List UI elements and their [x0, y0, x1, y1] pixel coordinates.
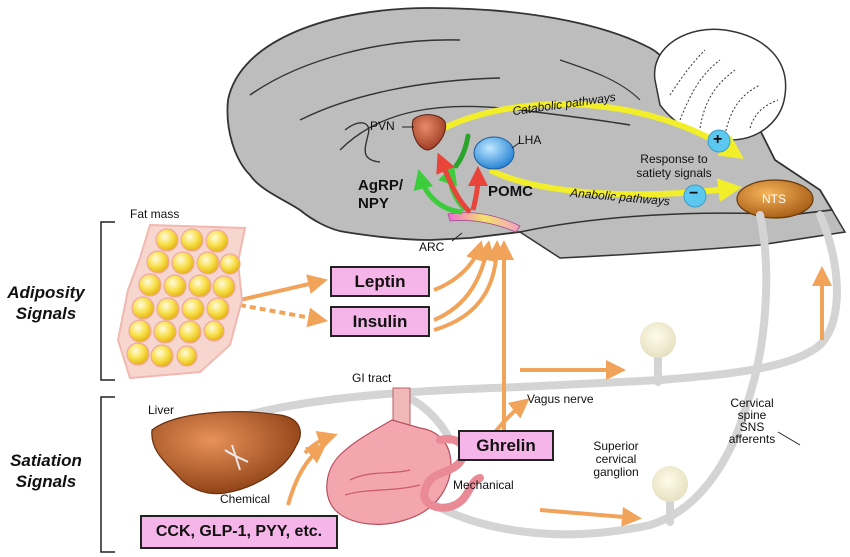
catabolic-pathway-arrow	[438, 101, 744, 160]
fat-cell	[171, 251, 195, 275]
nts-nucleus	[736, 179, 814, 219]
fat-cell	[131, 296, 155, 320]
fat-cell	[203, 320, 225, 342]
stomach-folds	[344, 469, 421, 496]
insulin-to-arc-arrow-1	[433, 240, 495, 322]
pomc-arrow-1	[436, 152, 472, 214]
fat-cell	[178, 320, 202, 344]
ghrelin-to-vagus-arrow	[493, 398, 530, 434]
gut-to-scg-arrow	[539, 506, 642, 527]
fat-to-insulin-arrow	[239, 303, 328, 328]
fat-cell	[128, 319, 152, 343]
npy-label: NPY	[358, 195, 389, 212]
plus-marker-bg	[707, 129, 731, 153]
plus-marker: +	[713, 131, 723, 148]
insulin-box: Insulin	[330, 306, 430, 337]
response-label-line2: satiety signals	[636, 166, 712, 180]
fat-cell	[196, 251, 220, 275]
arc-nucleus	[447, 212, 521, 233]
nts-label: NTS	[762, 192, 786, 206]
pomc-label: POMC	[488, 183, 533, 200]
satiation-title-line1: Satiation	[10, 451, 82, 470]
liver-shape	[151, 411, 301, 495]
fat-cell	[163, 274, 187, 298]
mechanical-label: Mechanical	[453, 478, 514, 492]
brain-sulcus-2	[299, 77, 501, 121]
gi-tract-label: GI tract	[352, 371, 392, 385]
fat-cell	[212, 275, 236, 299]
fat-cell	[219, 253, 241, 275]
green-fiber	[453, 133, 471, 169]
fat-mass	[116, 223, 247, 380]
fat-cell	[206, 297, 230, 321]
satiation-bracket	[100, 396, 115, 553]
csa-label-line3: SNS	[739, 420, 765, 434]
brain-sulcus-5	[559, 59, 641, 101]
fat-cell	[180, 228, 204, 252]
brain-sulcus-1	[249, 39, 461, 96]
agrp-label: AgRP/	[358, 177, 403, 194]
pvn-label: PVN	[370, 119, 395, 133]
cervical-afferent	[431, 211, 771, 539]
cck-box: CCK, GLP-1, PYY, etc.	[140, 515, 338, 549]
liver-label: Liver	[148, 403, 175, 417]
fat-cell	[181, 297, 205, 321]
agrp-arrow-1	[413, 169, 463, 215]
signal-arrows	[239, 240, 832, 527]
superior-cervical-ganglion	[652, 466, 688, 502]
scg-label-line1: Superior	[593, 439, 639, 453]
fat-cell	[150, 344, 174, 368]
lha-label: LHA	[518, 133, 542, 147]
lha-pointer	[511, 142, 520, 149]
fat-mass-label: Fat mass	[130, 207, 180, 221]
ghrelin-box: Ghrelin	[458, 430, 554, 461]
fat-cell	[138, 273, 162, 297]
adiposity-title-line2: Signals	[15, 304, 77, 323]
adiposity-title-line1: Adiposity	[7, 283, 85, 302]
adiposity-bracket	[100, 221, 115, 381]
lha-nucleus	[473, 136, 515, 170]
csa-pointer	[777, 431, 801, 446]
fat-cell	[156, 297, 180, 321]
liver	[151, 411, 301, 495]
arc-pointer	[451, 232, 463, 242]
scg-label-line3: ganglion	[593, 465, 639, 479]
cck-to-gut-arrow	[286, 443, 327, 506]
minus-marker: −	[689, 185, 699, 202]
pomc-arrow-2	[467, 166, 488, 211]
pvn-nucleus	[411, 114, 447, 151]
vagus-label: Vagus nerve	[527, 392, 594, 406]
fat-to-leptin-arrow	[239, 274, 328, 302]
arc-label: ARC	[419, 240, 445, 254]
fat-cell	[176, 345, 198, 367]
csa-label-line4: afferents	[728, 432, 776, 446]
satiation-title-line2: Signals	[15, 472, 77, 491]
response-label-line1: Response to	[640, 152, 708, 166]
fat-cell	[188, 274, 212, 298]
fat-cell	[153, 320, 177, 344]
leptin-box: Leptin	[330, 266, 430, 297]
fat-cell	[155, 228, 179, 252]
fat-cell	[146, 250, 170, 274]
fat-cell	[126, 342, 150, 366]
csa-label-line2: spine	[737, 408, 767, 422]
chemical-label: Chemical	[220, 492, 271, 506]
liver-detail	[224, 444, 249, 471]
brain-sulcus-4	[344, 122, 381, 163]
fat-cells	[126, 228, 241, 368]
stomach	[326, 387, 484, 525]
csa-label-line1: Cervical	[730, 396, 774, 410]
scg-label-line2: cervical	[595, 452, 637, 466]
minus-marker-bg	[683, 184, 707, 208]
vagal-ganglion	[640, 322, 676, 358]
fat-cell	[205, 229, 229, 253]
